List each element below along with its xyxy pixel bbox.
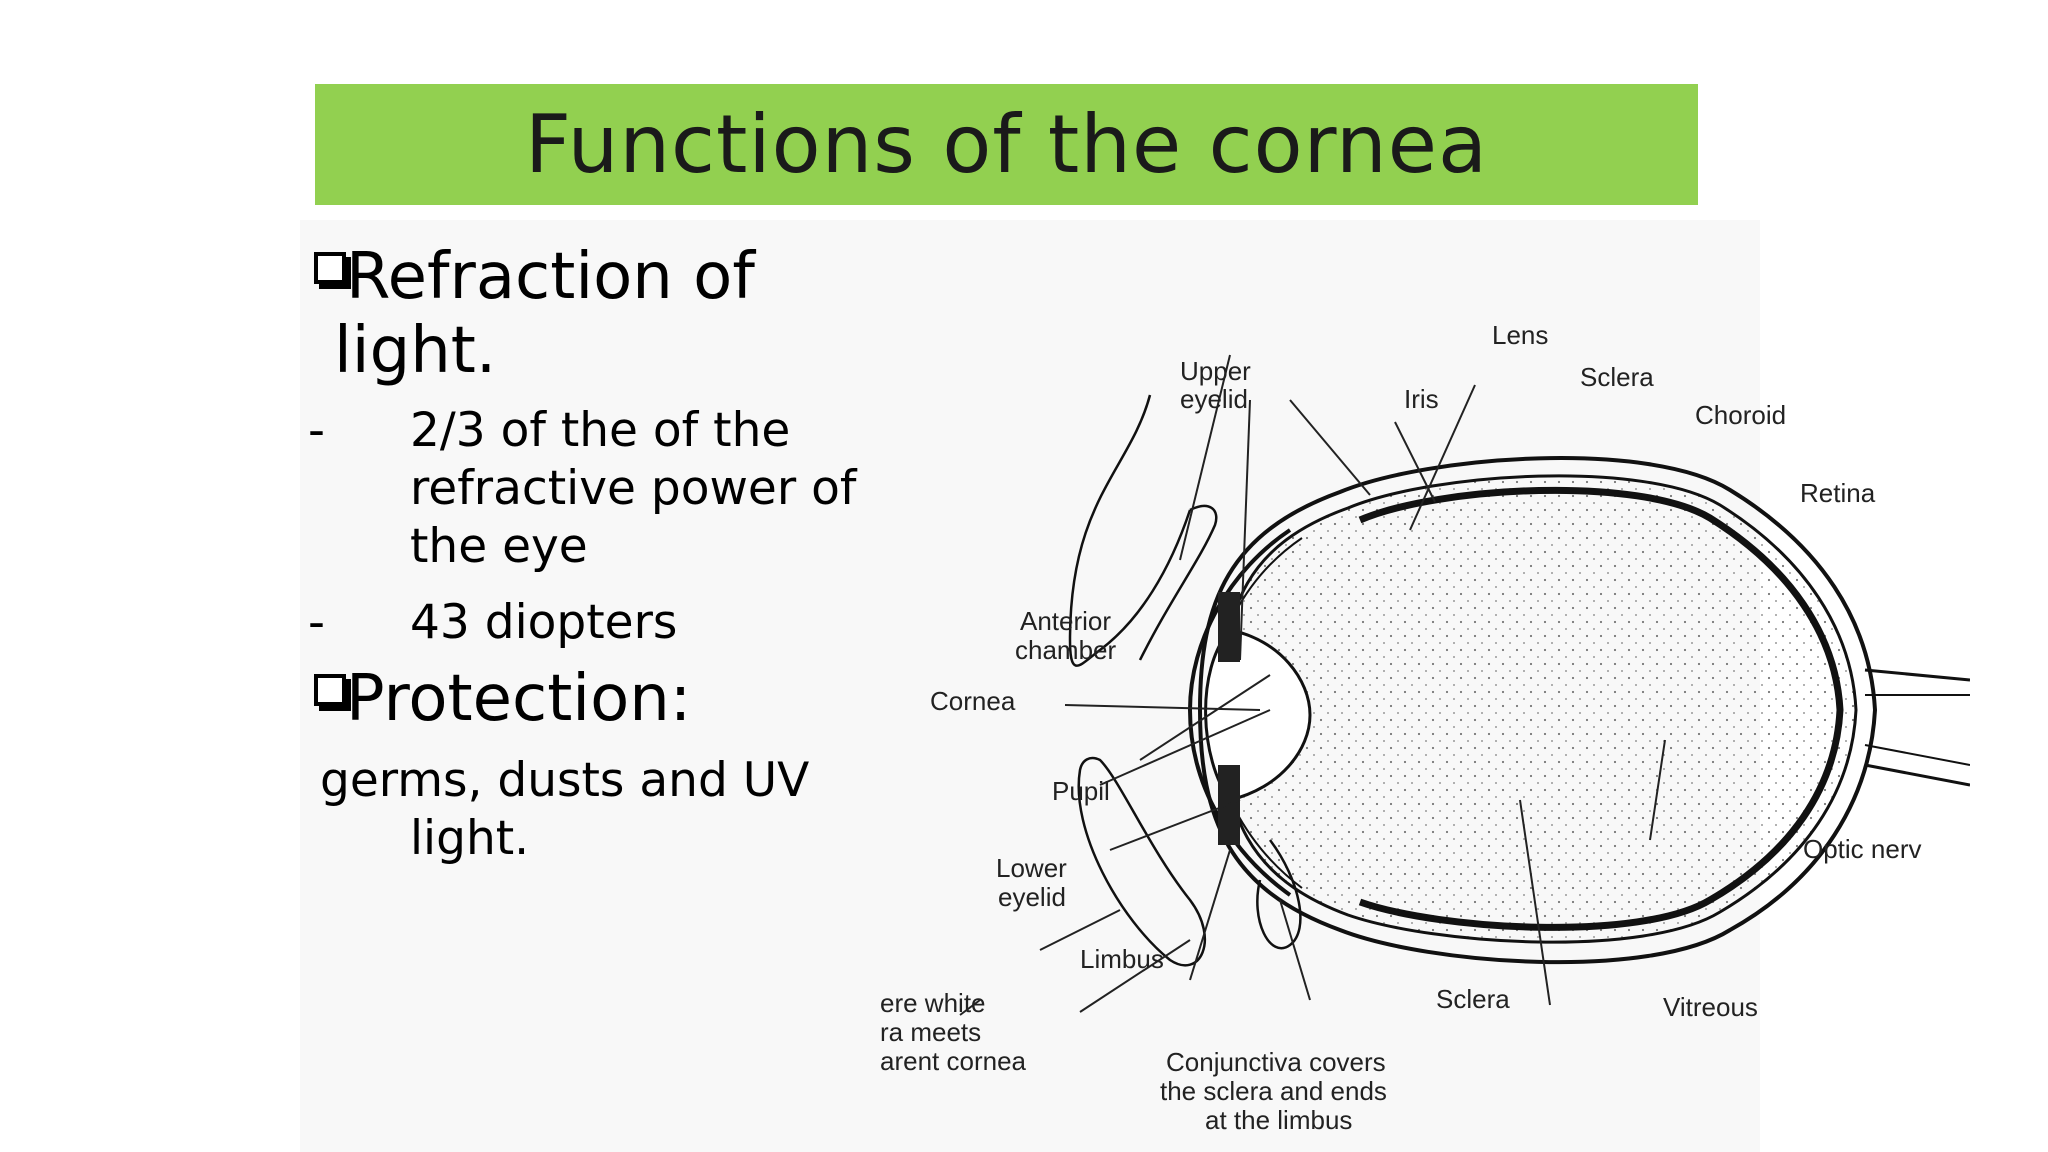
text-column: Refraction of light. - 2/3 of the of the… (300, 240, 920, 868)
label-retina: Retina (1800, 478, 1876, 508)
checkbox-bullet-icon (314, 252, 346, 284)
label-iris: Iris (1404, 384, 1439, 414)
label-optic-nerve: Optic nerv (1803, 834, 1922, 864)
title-bar: Functions of the cornea (315, 84, 1698, 205)
cornea-shape (1187, 528, 1292, 897)
label-conjunctiva: Conjunctiva covers (1166, 1047, 1386, 1077)
iris-upper (1218, 592, 1240, 662)
label-pupil: Pupil (1052, 776, 1110, 806)
label-lens: Lens (1492, 320, 1548, 350)
point-refraction-line1: Refraction of (346, 240, 755, 314)
dash-bullet: - (308, 403, 325, 458)
point-refraction: Refraction of light. (300, 240, 920, 388)
lower-eyelid-shape (1077, 756, 1207, 967)
label-lower-eyelid: Lower (996, 853, 1067, 883)
label-sclera-top: Sclera (1580, 362, 1654, 392)
label-limbus-note: ere white (880, 988, 986, 1018)
sub-bullet-line: the eye (410, 519, 588, 574)
protection-detail: germs, dusts and UV light. (300, 752, 920, 868)
upper-eyelid-shape (1068, 394, 1192, 667)
label-choroid: Choroid (1695, 400, 1786, 430)
point-protection-heading: Protection: (346, 662, 692, 736)
protection-line1: germs, dusts and UV (320, 753, 810, 808)
sub-bullet-diopters: - 43 diopters (300, 594, 920, 652)
eye-diagram: Lens Upper eyelid Iris Sclera Choroid Re… (880, 320, 1970, 1135)
label-anterior-chamber: Anterior (1020, 606, 1111, 636)
label-anterior-chamber: chamber (1015, 635, 1116, 665)
label-lower-eyelid: eyelid (998, 882, 1066, 912)
protection-line2: light. (410, 811, 530, 866)
sub-bullet-refractive-power: - 2/3 of the of the refractive power of … (300, 402, 920, 576)
label-upper-eyelid: eyelid (1180, 384, 1248, 414)
label-conjunctiva: at the limbus (1205, 1105, 1352, 1135)
label-limbus: Limbus (1080, 944, 1164, 974)
slide-title: Functions of the cornea (525, 98, 1488, 191)
label-cornea: Cornea (930, 686, 1016, 716)
leader-lines (959, 354, 1666, 1016)
dash-bullet: - (308, 595, 325, 650)
sub-bullet-line: 2/3 of the of the (410, 403, 791, 458)
label-limbus-note: arent cornea (880, 1046, 1027, 1076)
sub-bullet-line: refractive power of (410, 461, 857, 516)
point-refraction-line2: light. (334, 314, 497, 388)
sub-bullet-line: 43 diopters (410, 595, 678, 650)
label-conjunctiva: the sclera and ends (1160, 1076, 1387, 1106)
checkbox-bullet-icon (314, 674, 346, 706)
label-sclera-bottom: Sclera (1436, 984, 1510, 1014)
label-vitreous: Vitreous (1663, 992, 1758, 1022)
label-upper-eyelid: Upper (1180, 356, 1251, 386)
point-protection: Protection: (300, 662, 920, 736)
optic-nerve-shape (1864, 668, 1970, 787)
label-limbus-note: ra meets (880, 1017, 981, 1047)
